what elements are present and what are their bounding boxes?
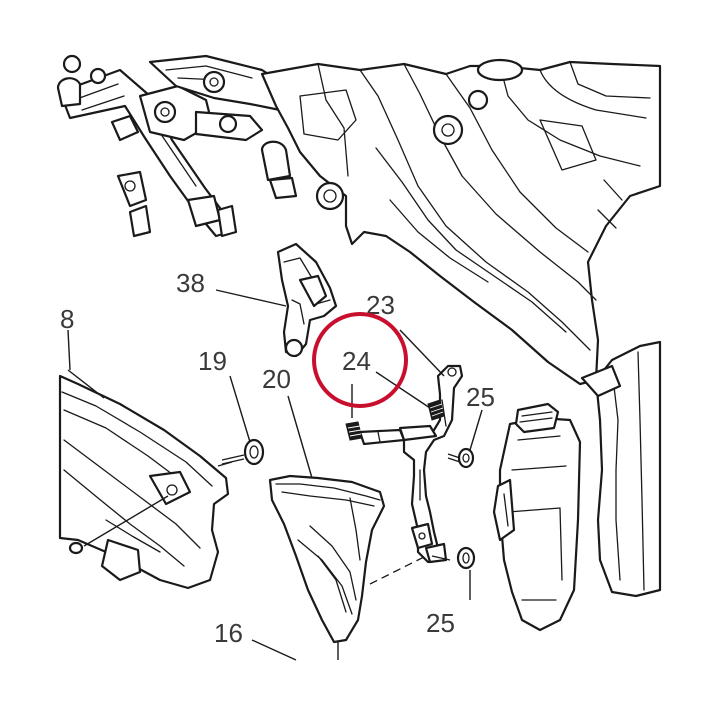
callout-25-upper: 25 (466, 382, 495, 412)
part-23-bracket (358, 364, 464, 585)
callout-20: 20 (262, 364, 291, 394)
callout-24: 24 (342, 346, 371, 376)
frame-assembly (56, 54, 662, 598)
part-24-grommets (345, 399, 445, 441)
part-38-bracket (276, 242, 338, 358)
callout-labels: 38 8 23 24 19 20 25 25 16 (60, 268, 495, 648)
part-19-screw (221, 438, 265, 466)
callout-16: 16 (214, 618, 243, 648)
callout-19: 19 (198, 346, 227, 376)
coolant-reservoir (492, 402, 582, 632)
callout-38: 38 (176, 268, 205, 298)
part-20-duct (268, 474, 386, 660)
part-25-screw-upper (447, 447, 475, 469)
highlight-circle (312, 312, 408, 408)
part-25-screw-lower (456, 546, 476, 570)
part-8-side-panel (58, 374, 233, 590)
leader-lines (67, 289, 483, 661)
callout-25-lower: 25 (426, 608, 455, 638)
callout-8: 8 (60, 304, 74, 334)
